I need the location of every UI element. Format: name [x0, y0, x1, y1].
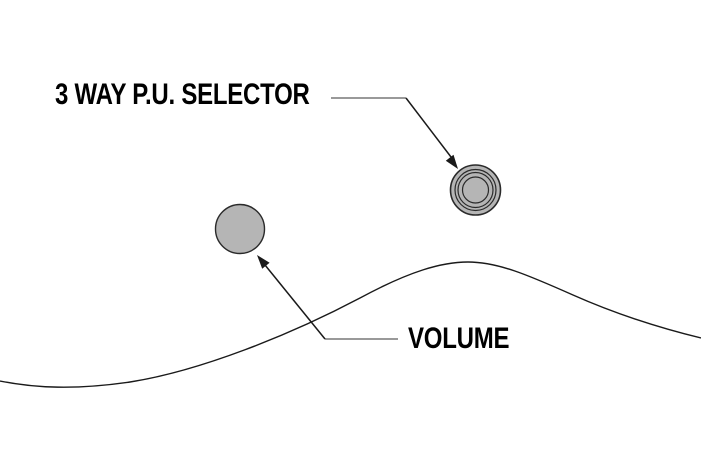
selector-knob-ring-3 — [461, 176, 490, 204]
volume-arrowhead-icon — [257, 255, 270, 269]
selector-knob-ring-1 — [454, 168, 497, 212]
selector-arrowhead-icon — [445, 154, 458, 169]
volume-arrow-shaft — [264, 264, 326, 340]
selector-knob-ring-2 — [457, 171, 494, 209]
selector-label: 3 WAY P.U. SELECTOR — [55, 78, 310, 111]
volume-label: VOLUME — [408, 322, 510, 355]
pickup-selector-knob — [449, 164, 502, 216]
body-outline-curve — [0, 261, 701, 388]
selector-arrow-shaft — [405, 97, 452, 158]
volume-knob — [214, 203, 266, 255]
